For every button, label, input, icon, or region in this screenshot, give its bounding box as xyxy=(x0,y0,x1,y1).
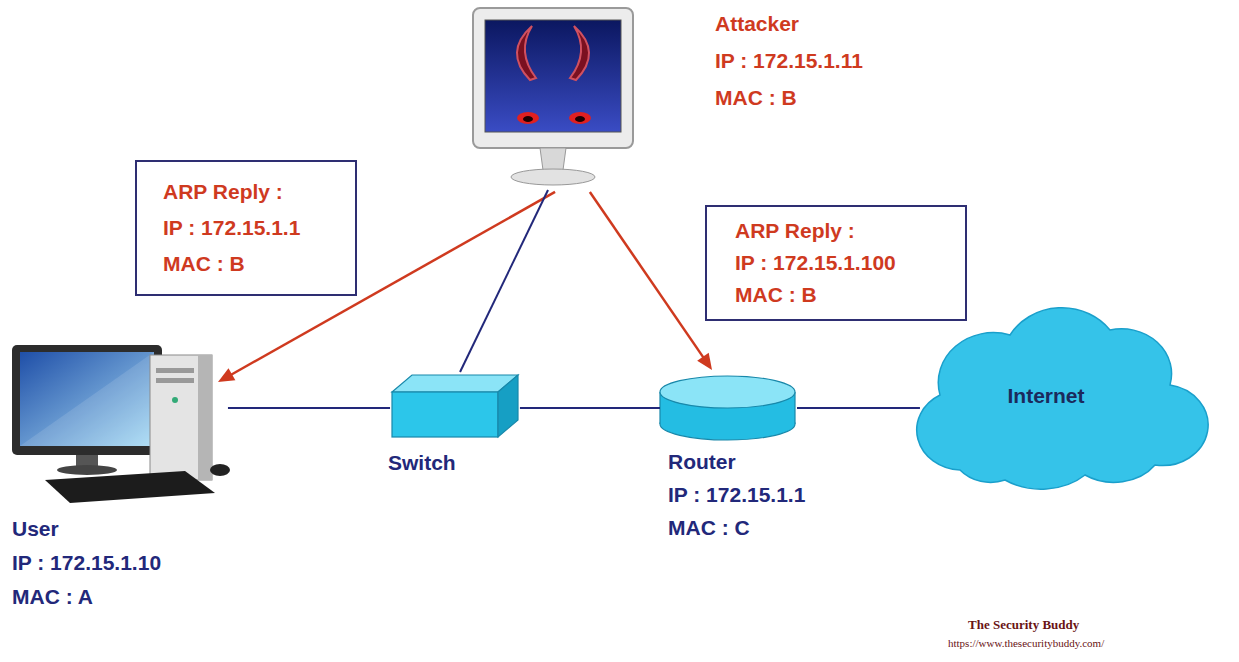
node-heading: Attacker xyxy=(715,5,863,42)
label-group: Switch xyxy=(388,448,456,478)
router-icon xyxy=(660,376,795,440)
node-detail: MAC : C xyxy=(668,511,805,544)
node-detail: MAC : B xyxy=(715,79,863,116)
switch-device: Switch xyxy=(385,370,525,480)
attacker-host: AttackerIP : 172.15.1.11MAC : B xyxy=(470,5,940,195)
network-link xyxy=(228,407,390,408)
node-heading: Switch xyxy=(388,448,456,478)
spoof-arrow xyxy=(590,192,712,370)
node-detail: IP : 172.15.1.1 xyxy=(668,478,805,511)
node-detail: MAC : A xyxy=(12,580,161,614)
connector-line xyxy=(460,190,548,372)
connector-line xyxy=(228,407,390,409)
node-heading: ARP Reply : xyxy=(735,215,939,247)
watermark-title: The Security Buddy xyxy=(968,617,1079,633)
network-link xyxy=(460,190,548,372)
label-group: AttackerIP : 172.15.1.11MAC : B xyxy=(715,5,863,116)
node-heading: User xyxy=(12,512,161,546)
watermark-url: https://www.thesecuritybuddy.com/ xyxy=(948,637,1104,649)
arrow-head xyxy=(697,353,712,370)
node-detail: IP : 172.15.1.10 xyxy=(12,546,161,580)
label-group: UserIP : 172.15.1.10MAC : A xyxy=(12,512,161,614)
node-detail: MAC : B xyxy=(735,279,939,311)
arp-reply-box: ARP Reply :IP : 172.15.1.100MAC : B xyxy=(705,205,967,321)
router-device: RouterIP : 172.15.1.1MAC : C xyxy=(658,370,858,560)
node-detail: IP : 172.15.1.11 xyxy=(715,42,863,79)
node-detail: IP : 172.15.1.100 xyxy=(735,247,939,279)
internet-cloud xyxy=(917,308,1208,489)
node-detail: IP : 172.15.1.1 xyxy=(163,210,331,246)
user-computer xyxy=(12,345,230,503)
network-link xyxy=(520,407,660,408)
connector-line xyxy=(520,407,660,409)
node-detail: MAC : B xyxy=(163,246,331,282)
attacker-monitor xyxy=(473,8,633,185)
label-group: RouterIP : 172.15.1.1MAC : C xyxy=(668,445,805,544)
user-host: UserIP : 172.15.1.10MAC : A xyxy=(5,340,245,610)
connector-line xyxy=(590,192,705,360)
node-heading: Router xyxy=(668,445,805,478)
switch-icon xyxy=(392,375,518,437)
internet-cloud: Internet xyxy=(905,318,1187,488)
network-link xyxy=(797,407,920,408)
arrow-head xyxy=(218,368,235,382)
node-heading: ARP Reply : xyxy=(163,174,331,210)
arp-reply-box: ARP Reply :IP : 172.15.1.1MAC : B xyxy=(135,160,357,296)
connector-line xyxy=(797,407,920,409)
node-heading: Internet xyxy=(1007,384,1084,408)
